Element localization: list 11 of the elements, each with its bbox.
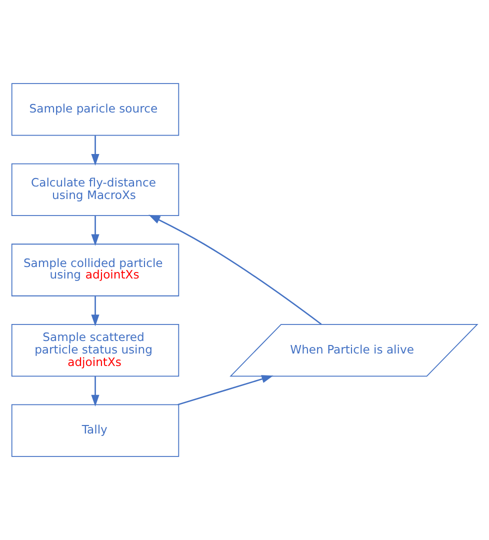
arrow: [91, 136, 100, 166]
node-box: Sample paricle source: [11, 83, 180, 136]
node-box: Tally: [11, 404, 180, 457]
arrow: [178, 375, 274, 406]
arrow: [91, 216, 100, 246]
arrow: [148, 214, 322, 325]
node-box: Sample scattered particle status using adjointXs: [11, 324, 180, 377]
node-box: Sample collided particle using adjointXs: [11, 244, 180, 296]
arrow: [91, 376, 100, 406]
arrow: [91, 296, 100, 326]
node-box: Calculate fly-distance using MacroXs: [11, 163, 180, 216]
